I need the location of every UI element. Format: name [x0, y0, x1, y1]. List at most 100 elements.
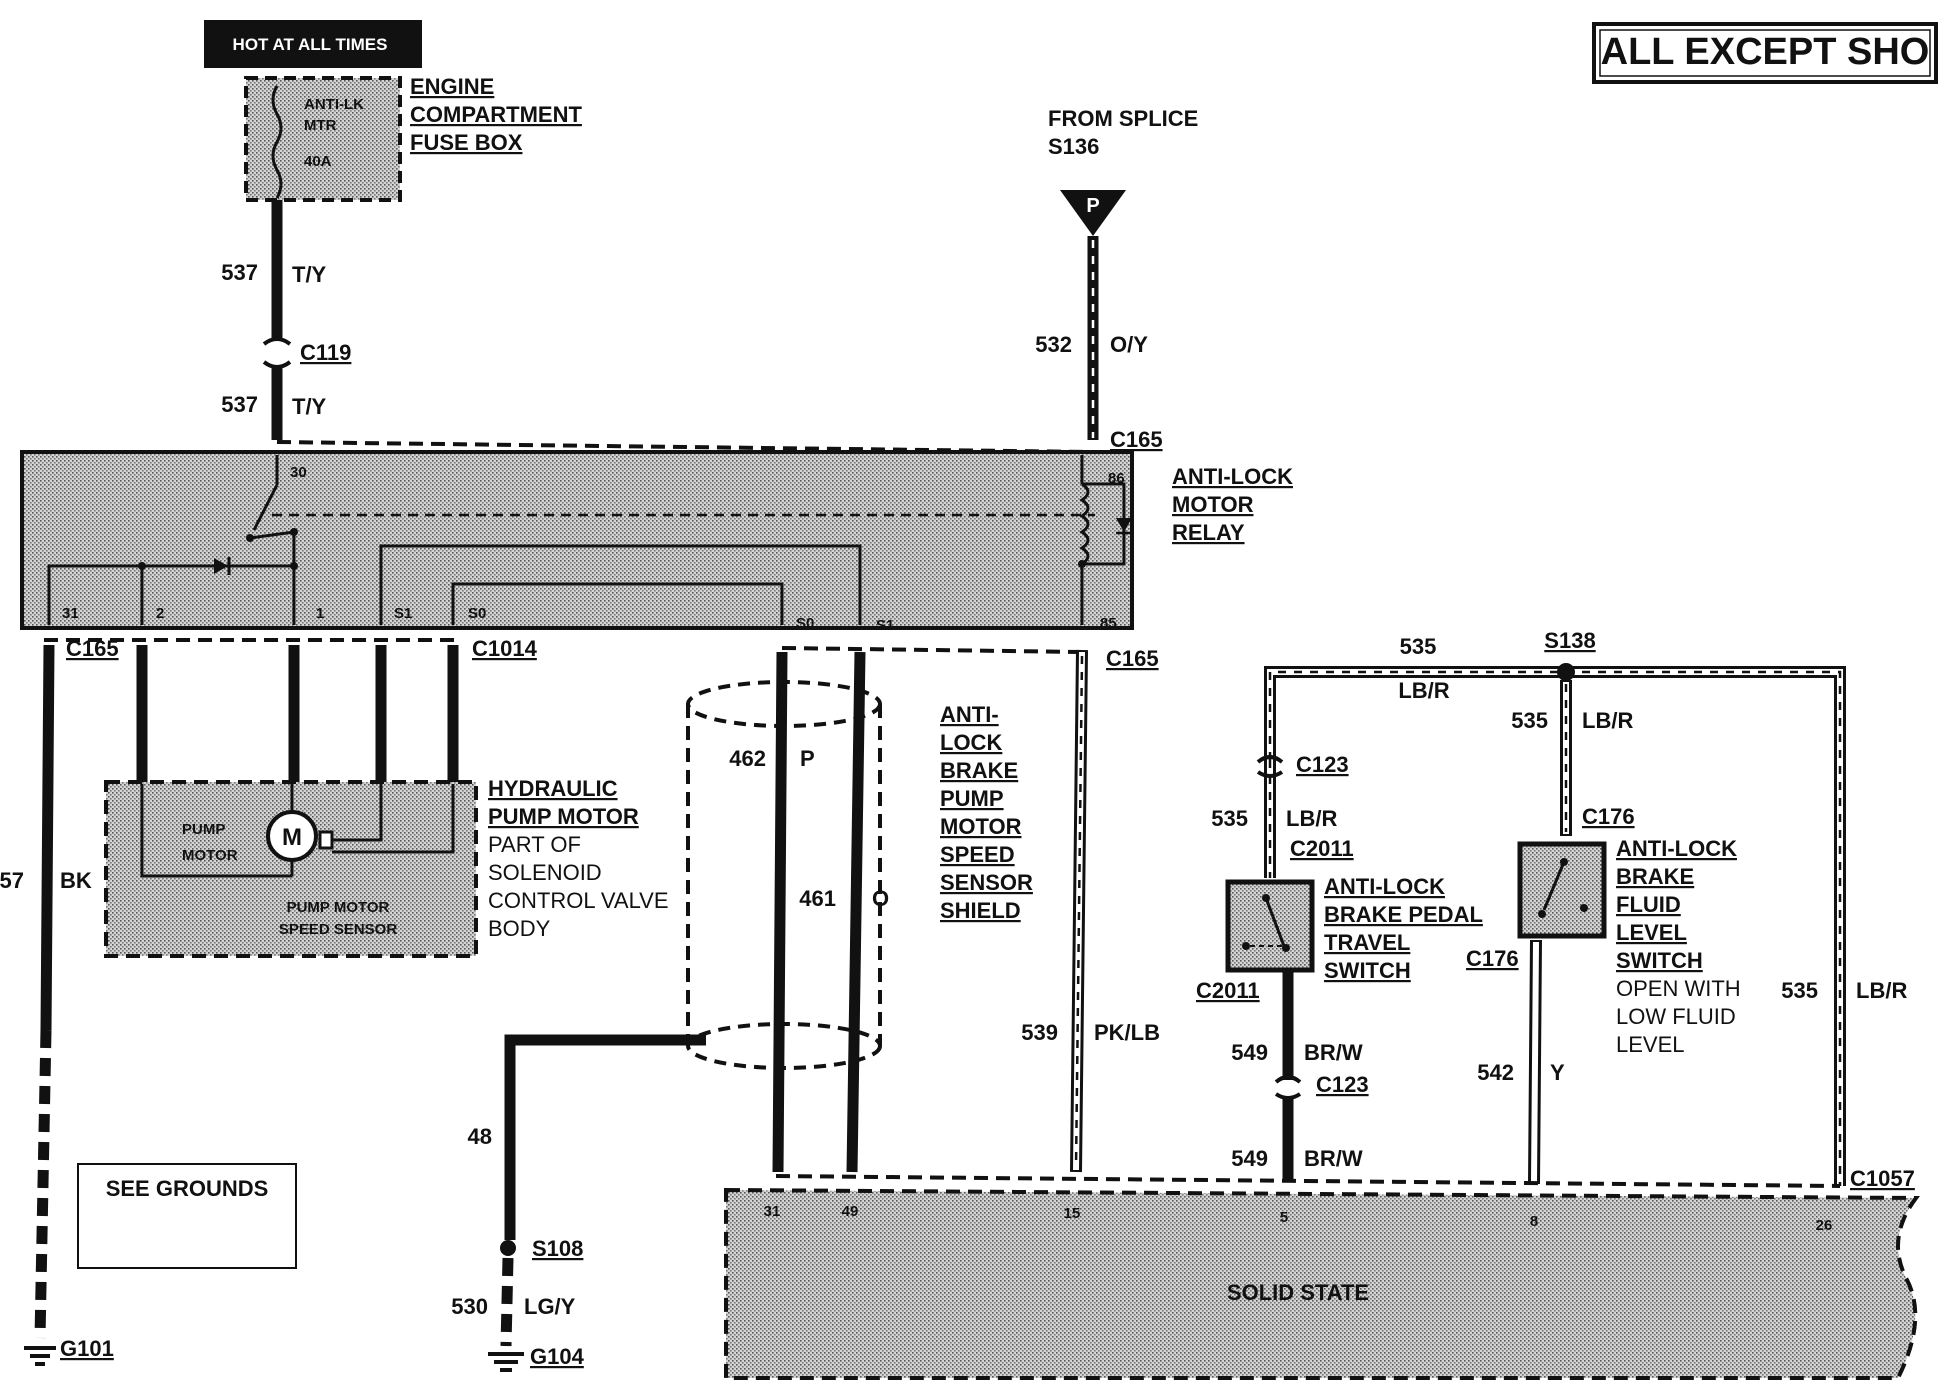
wire-535-loop: 535 LB/R 535 LB/R [1264, 634, 1907, 1186]
wire-539: 539 PK/LB [1021, 649, 1160, 1173]
connector-c165-right-line [781, 646, 1083, 654]
fuse-rating: 40A [304, 153, 332, 170]
connector-c123-lower: C123 [1274, 1072, 1369, 1100]
wire-537-circuit-upper: 537 [221, 260, 258, 285]
brake-pedal-travel-switch: ANTI-LOCK BRAKE PEDAL TRAVEL SWITCH [1225, 874, 1483, 983]
ground-g101-label: G101 [60, 1336, 114, 1361]
wire-535-fluid-branch: 535 LB/R [1511, 680, 1633, 836]
shield-label-line7: SENSOR [940, 870, 1033, 895]
shield-label-line8: SHIELD [940, 898, 1021, 923]
connector-c165-top-line [276, 440, 1094, 454]
pump-sub-line1: PART OF [488, 832, 581, 857]
connector-c2011-upper-label: C2011 [1290, 836, 1354, 861]
wire-535-top-color: LB/R [1398, 678, 1449, 703]
hot-at-all-times-header: HOT AT ALL TIMES [204, 20, 422, 68]
splice-s138-label: S138 [1544, 628, 1595, 653]
relay-pin-31: 31 [62, 605, 79, 622]
connector-c123-lower-label: C123 [1316, 1072, 1369, 1097]
connector-c165-top-label: C165 [1110, 427, 1163, 452]
wire-549-circuit-upper: 549 [1231, 1040, 1268, 1065]
wire-530-circuit: 530 [451, 1294, 488, 1319]
splice-marker: P [1086, 195, 1099, 217]
connector-c165-lower-label: C165 [66, 636, 119, 661]
wire-461: 461 O [799, 651, 889, 1173]
ground-g101: G101 [24, 1336, 114, 1366]
shield-label-line6: SPEED [940, 842, 1015, 867]
connector-c1057-label: C1057 [1850, 1166, 1915, 1191]
variant-box: ALL EXCEPT SHO [1592, 22, 1938, 84]
wire-535-pedal-branch: 535 LB/R [1211, 760, 1337, 878]
relay-diode-icon [214, 558, 228, 574]
wire-537-circuit-lower: 537 [221, 392, 258, 417]
variant-label: ALL EXCEPT SHO [1601, 31, 1930, 73]
wire-537-color-lower: T/Y [292, 394, 327, 419]
anti-lock-motor-relay: 30 86 85 31 2 1 S1 S0 S0 S1 ANTI-LOCK MO… [20, 450, 1293, 634]
pump-label-line2: PUMP MOTOR [488, 804, 639, 829]
wire-535-fluid-circuit: 535 [1511, 708, 1548, 733]
engine-compartment-fuse-box: ANTI-LK MTR 40A ENGINE COMPARTMENT FUSE … [244, 74, 582, 202]
wire-549-color-lower: BR/W [1304, 1146, 1363, 1171]
wire-537-color-upper: T/Y [292, 262, 327, 287]
wire-539-color: PK/LB [1094, 1020, 1160, 1045]
pedal-switch-label-line1: ANTI-LOCK [1324, 874, 1445, 899]
connector-c176-lower-label: C176 [1466, 946, 1519, 971]
relay-label-line3: RELAY [1172, 520, 1245, 545]
fluid-switch-sub-line1: OPEN WITH [1616, 976, 1741, 1001]
wire-530-color: LG/Y [524, 1294, 576, 1319]
relay-pin-s0b: S0 [796, 615, 814, 632]
fluid-switch-sub-line2: LOW FLUID [1616, 1004, 1736, 1029]
fuse-box-label-line1: ENGINE [410, 74, 494, 99]
relay-pin-s1: S1 [394, 605, 412, 622]
wire-535-top-circuit: 535 [1400, 634, 1437, 659]
pump-sensor-line2: SPEED SENSOR [279, 921, 398, 938]
hot-at-all-times-label: HOT AT ALL TIMES [233, 35, 388, 54]
module-label: SOLID STATE [1227, 1280, 1369, 1305]
shield-label-line2: LOCK [940, 730, 1002, 755]
relay-pin-s1b: S1 [876, 617, 894, 634]
relay-label-line2: MOTOR [1172, 492, 1254, 517]
wire-532-circuit: 532 [1035, 332, 1072, 357]
wire-462-circuit: 462 [729, 746, 766, 771]
hydraulic-pump-motor: M PUMP MOTOR PUMP MOTOR SPEED SENSOR HYD… [104, 776, 669, 958]
relay-pin-s0: S0 [468, 605, 486, 622]
connector-c119-label: C119 [300, 340, 351, 365]
wire-530: 530 LG/Y [451, 1257, 576, 1347]
shield-label-line3: BRAKE [940, 758, 1018, 783]
wire-535-pedal-circuit: 535 [1211, 806, 1248, 831]
fuse-icon [271, 85, 283, 199]
fluid-switch-label-line4: LEVEL [1616, 920, 1687, 945]
pump-sub-line4: BODY [488, 916, 551, 941]
connector-c123-upper-label: C123 [1296, 752, 1349, 777]
wire-57: 57 BK [0, 644, 92, 1339]
ground-g104-label: G104 [530, 1344, 585, 1369]
connector-c176-upper-label: C176 [1582, 804, 1635, 829]
wire-537: 537 T/Y 537 T/Y [221, 200, 327, 440]
splice-s138: S138 [1544, 628, 1596, 681]
relay-label-line1: ANTI-LOCK [1172, 464, 1293, 489]
wire-48: 48 [468, 1034, 706, 1240]
connector-c1014-label: C1014 [472, 636, 538, 661]
splice-s108-label: S108 [532, 1236, 583, 1261]
splice-s136: FROM SPLICE S136 P [1048, 106, 1198, 236]
wire-532: 532 O/Y [1035, 236, 1148, 440]
fluid-switch-label-line3: FLUID [1616, 892, 1681, 917]
module-pin-5: 5 [1280, 1209, 1288, 1226]
connector-c2011-lower-label: C2011 [1196, 978, 1260, 1003]
pump-label-line1: HYDRAULIC [488, 776, 618, 801]
wire-542-circuit: 542 [1477, 1060, 1514, 1085]
wire-462-color: P [800, 746, 815, 771]
relay-pin-1: 1 [316, 605, 324, 622]
wire-57-circuit: 57 [0, 868, 24, 893]
wire-462: 462 P [729, 651, 815, 1173]
fuse-box-label-line2: COMPARTMENT [410, 102, 582, 127]
module-pin-15: 15 [1064, 1205, 1081, 1222]
pump-sub-line3: CONTROL VALVE [488, 888, 669, 913]
pedal-switch-label-line4: SWITCH [1324, 958, 1411, 983]
wire-549: 549 BR/W 549 BR/W [1231, 972, 1363, 1180]
splice-s108: S108 [500, 1236, 583, 1261]
shield-label-line1: ANTI- [940, 702, 999, 727]
fuse-box-label-line3: FUSE BOX [410, 130, 523, 155]
wire-549-circuit-lower: 549 [1231, 1146, 1268, 1171]
splice-label-line2: S136 [1048, 134, 1099, 159]
